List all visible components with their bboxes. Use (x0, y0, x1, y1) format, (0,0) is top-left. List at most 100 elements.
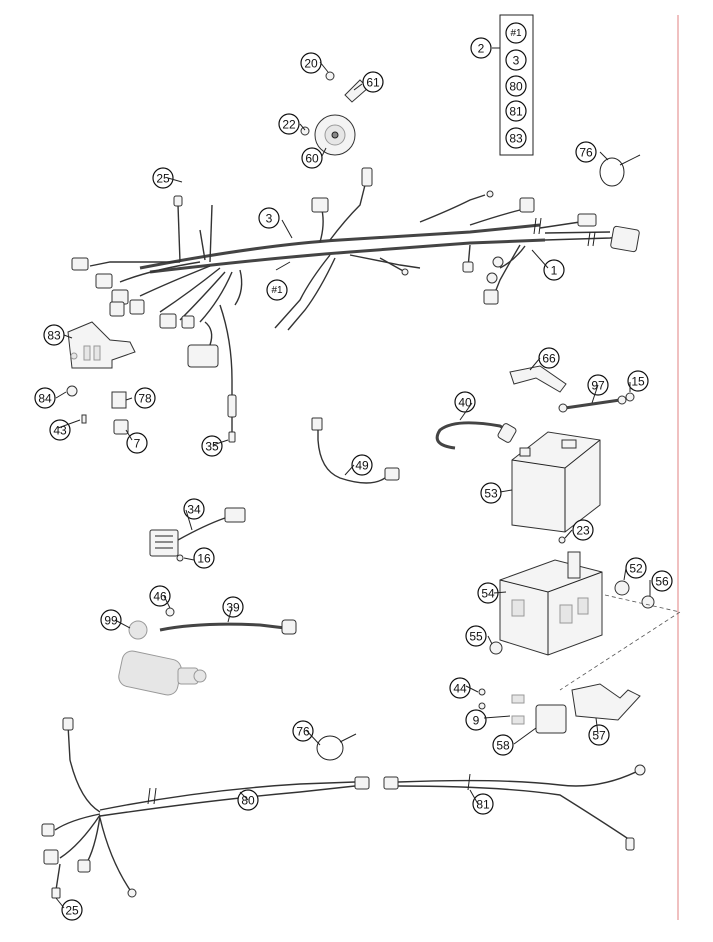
callout-label: 83 (47, 329, 61, 343)
callout-label: 1 (551, 264, 558, 278)
callout-circle (34, 387, 56, 409)
callout-circle (472, 793, 494, 815)
callout-60: 60 (301, 147, 323, 169)
callout-43: 43 (49, 419, 71, 441)
callout-circle (149, 585, 171, 607)
callout-label: 84 (38, 392, 52, 406)
nut-46-part (165, 607, 175, 617)
callout-78: 78 (134, 387, 156, 409)
callout-15: 15 (627, 370, 649, 392)
callout-76-2: 76 (292, 720, 314, 742)
callout-circle (100, 609, 122, 631)
callout-label: 3 (266, 212, 273, 226)
set-box-item: #1 (505, 22, 527, 44)
callout-label: 9 (473, 714, 480, 728)
grommet-56-part (641, 595, 655, 609)
cable-97-part (564, 398, 621, 410)
set-box-item: 83 (505, 127, 527, 149)
callout-label: 23 (576, 524, 590, 538)
bracket-83 (67, 321, 136, 369)
callout-53: 53 (480, 482, 502, 504)
callout-label: 56 (655, 575, 669, 589)
callout-1: 1 (543, 259, 565, 281)
set-box-item-label: 80 (509, 80, 523, 94)
callout-label: 20 (304, 57, 318, 71)
callout-circle (126, 432, 148, 454)
set-box-item: 80 (505, 75, 527, 97)
callout-40: 40 (454, 391, 476, 413)
callout-label: 35 (205, 440, 219, 454)
callout-label: 44 (453, 682, 467, 696)
callout-label: 54 (481, 587, 495, 601)
relay-cluster (478, 683, 641, 734)
callout-39: 39 (222, 596, 244, 618)
callout-circle (480, 482, 502, 504)
callout-57: 57 (588, 724, 610, 746)
callout-circle (454, 391, 476, 413)
screw-23-part (558, 536, 566, 544)
callout-label: 99 (104, 614, 118, 628)
starter-cable-39-part (159, 622, 286, 632)
callout-3: 3 (258, 207, 280, 229)
callout-label: 57 (592, 729, 606, 743)
horn-assembly (300, 71, 369, 156)
nut-15-part (625, 392, 635, 402)
callout-76: 76 (575, 141, 597, 163)
main-harness (71, 167, 640, 443)
set-box-item: 81 (505, 100, 527, 122)
callout-83: 83 (43, 324, 65, 346)
callout-circle (301, 147, 323, 169)
callout-hash1: #1 (266, 279, 288, 301)
callout-circle (362, 71, 384, 93)
callout-label: 2 (478, 42, 485, 56)
callout-label: 25 (65, 904, 79, 918)
lower-harness-80-81 (41, 717, 646, 899)
callout-20: 20 (300, 52, 322, 74)
set-box-item-circle (505, 100, 527, 122)
set-box-item-circle (505, 49, 527, 71)
set-box-item-label: 81 (509, 105, 523, 119)
cable-49-part (317, 425, 386, 484)
callout-25-2: 25 (61, 899, 83, 921)
callout-46: 46 (149, 585, 171, 607)
callout-9: 9 (465, 709, 487, 731)
callout-circle (572, 519, 594, 541)
callout-circle (588, 724, 610, 746)
callout-circle (651, 570, 673, 592)
plate-78-part (111, 391, 127, 409)
callout-22: 22 (278, 113, 300, 135)
callout-circle (266, 279, 288, 301)
callout-circle (465, 709, 487, 731)
callout-label: 55 (469, 630, 483, 644)
callout-label: 76 (296, 725, 310, 739)
callout-61: 61 (362, 71, 384, 93)
callout-label: 25 (156, 172, 170, 186)
callout-circle (575, 141, 597, 163)
callout-34: 34 (183, 498, 205, 520)
callout-56: 56 (651, 570, 673, 592)
cable-tie-76-part-2 (316, 735, 344, 761)
callout-circle (134, 387, 156, 409)
callout-55: 55 (465, 625, 487, 647)
callout-66: 66 (538, 347, 560, 369)
callout-label: 81 (476, 798, 490, 812)
callout-label: 53 (484, 487, 498, 501)
callout-circle (222, 596, 244, 618)
callout-circle (193, 547, 215, 569)
callout-44: 44 (449, 677, 471, 699)
grommet-52-part (614, 580, 630, 596)
callout-label: 16 (197, 552, 211, 566)
set-box-item-circle (505, 75, 527, 97)
leader-lines (55, 61, 651, 909)
callout-2: 2 (470, 37, 492, 59)
callout-label: 15 (631, 375, 645, 389)
callout-circle (492, 734, 514, 756)
callout-circle (538, 347, 560, 369)
callout-circle (543, 259, 565, 281)
battery-box-54 (499, 551, 603, 656)
callout-7: 7 (126, 432, 148, 454)
set-box-item-circle (505, 22, 527, 44)
callout-circle (61, 899, 83, 921)
set-box-item-label: 3 (513, 54, 520, 68)
